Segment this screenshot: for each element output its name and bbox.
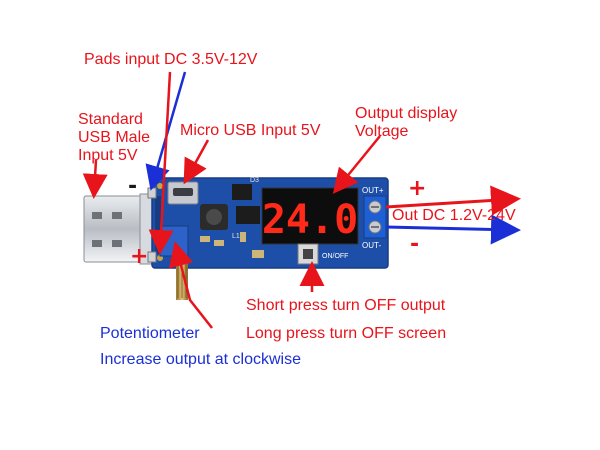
coil-silk: L1 — [232, 233, 240, 240]
output-plus-sign: + — [408, 176, 427, 201]
potentiometer-arrow — [168, 241, 213, 329]
standard-usb-arrow — [82, 159, 108, 199]
short-press-label: Short press turn OFF output — [246, 297, 446, 314]
output-display-label-line1: Output display — [355, 105, 458, 122]
increase-output-label: Increase output at clockwise — [100, 351, 301, 368]
output-negative-arrow — [385, 214, 521, 245]
display-digits: 24.0 — [262, 197, 358, 243]
standard-usb-label-line2: USB Male — [78, 129, 151, 146]
switch-silk: ON/OFF — [322, 253, 348, 260]
long-press-label: Long press turn OFF screen — [246, 325, 447, 342]
pads-input-arrow-blue — [145, 71, 187, 191]
out-dc-label: Out DC 1.2V-24V — [392, 207, 516, 224]
output-display-arrow — [332, 135, 381, 194]
out-minus-silk: OUT- — [362, 241, 381, 250]
out-plus-silk: OUT+ — [362, 186, 384, 195]
pads-input-arrow-red — [148, 71, 174, 255]
input-minus-sign: - — [128, 174, 138, 199]
potentiometer-label: Potentiometer — [100, 325, 200, 342]
chip-silk: D3 — [250, 177, 259, 184]
boost-chip: D3 L1 — [232, 177, 260, 240]
micro-usb-arrow — [183, 139, 210, 185]
output-terminal: OUT+ OUT- — [362, 186, 387, 250]
smd-components — [200, 232, 264, 258]
led-display: 24.0 — [261, 187, 359, 245]
output-minus-sign: - — [410, 232, 420, 257]
micro-usb-port — [167, 181, 199, 205]
input-plus-sign: + — [130, 244, 149, 269]
standard-usb-label-line3: Input 5V — [78, 147, 138, 164]
standard-usb-label-line1: Standard — [78, 111, 143, 128]
output-positive-arrow — [385, 185, 521, 216]
micro-usb-label: Micro USB Input 5V — [180, 122, 321, 139]
inductor — [200, 204, 228, 230]
output-display-label-line2: Voltage — [355, 123, 409, 140]
pads-input-label: Pads input DC 3.5V-12V — [84, 51, 258, 68]
on-off-button: ON/OFF — [297, 243, 348, 265]
